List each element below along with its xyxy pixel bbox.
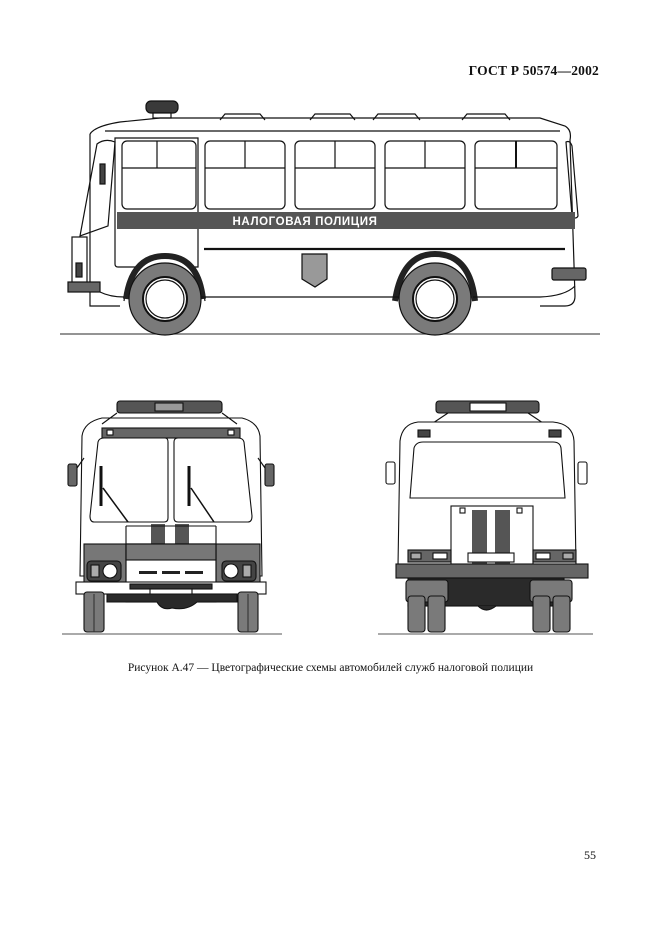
bus-front-view	[62, 396, 282, 636]
page-number: 55	[584, 848, 596, 862]
standard-code: ГОСТ Р 50574—2002	[468, 63, 599, 78]
bus-side-view: НАЛОГОВАЯ ПОЛИЦИЯ	[60, 96, 600, 341]
bus-rear-view	[378, 396, 593, 636]
stripe-text: НАЛОГОВАЯ ПОЛИЦИЯ	[233, 216, 378, 228]
figure-caption: Рисунок А.47 — Цветографические схемы ав…	[127, 662, 534, 674]
